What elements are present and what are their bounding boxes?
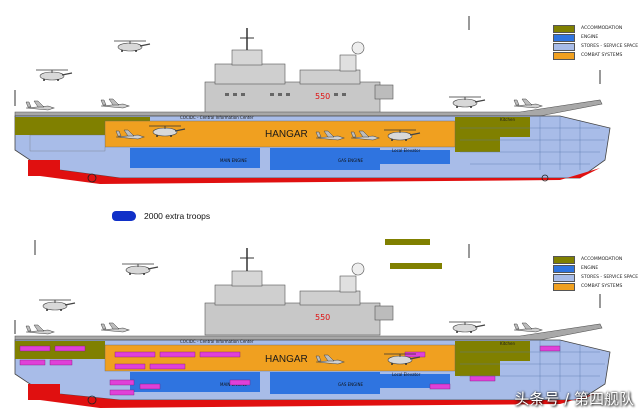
legend-item-stores: STORES - SERVICE SPACE (553, 42, 638, 51)
swatch (553, 273, 575, 282)
legend-label: COMBAT SYSTEMS (581, 53, 623, 58)
cic-label-top: COCIDC - Central Information Center (180, 115, 254, 120)
legend-bottom: ACCOMMODATION ENGINE STORES - SERVICE SP… (553, 255, 638, 291)
legend-label: ACCOMMODATION (581, 26, 623, 31)
legend-item-engine: ENGINE (553, 33, 638, 42)
swatch (553, 42, 575, 51)
troops-label: 2000 extra troops (144, 211, 211, 221)
elevator-label-bottom: Local Elevator (392, 372, 421, 377)
elevator-label-top: Local Elevator (392, 148, 421, 153)
legend-item-combat: COMBAT SYSTEMS (553, 51, 638, 60)
hangar-label-bottom: HANGAR (265, 354, 308, 365)
island-bottom: 550 (204, 248, 394, 336)
legend-label: ENGINE (581, 266, 599, 271)
legend-item-accommodation: ACCOMMODATION (553, 255, 638, 264)
troop-quarters (19, 345, 561, 396)
legend-label: STORES - SERVICE SPACE (581, 275, 639, 280)
legend-label: ACCOMMODATION (581, 257, 623, 262)
kitchen-label-bottom: Kitchen (500, 341, 515, 346)
ship-top: 550 HANGAR COCIDC - Central Information … (14, 16, 611, 184)
troops-annotation: 2000 extra troops (112, 211, 210, 221)
legend-top: ACCOMMODATION ENGINE STORES - SERVICE SP… (553, 24, 638, 60)
watermark: 头条号 / 第四舰队 (514, 390, 634, 408)
legend-label: ENGINE (581, 35, 599, 40)
swatch (553, 264, 575, 273)
gas-engine-label-bottom: GAS ENGINE (338, 382, 363, 387)
swatch (553, 255, 575, 264)
cic-label-bottom: COCIDC - Central Information Center (180, 339, 254, 344)
legend-item-stores: STORES - SERVICE SPACE (553, 273, 638, 282)
legend-item-engine: ENGINE (553, 264, 638, 273)
swatch (553, 33, 575, 42)
engine-label-top: MAIN ENGINE (220, 158, 247, 163)
hangar-label-top: HANGAR (265, 129, 308, 140)
legend-label: COMBAT SYSTEMS (581, 284, 623, 289)
legend-item-combat: COMBAT SYSTEMS (553, 282, 638, 291)
swatch (553, 24, 575, 33)
swatch (553, 51, 575, 60)
legend-item-accommodation: ACCOMMODATION (553, 24, 638, 33)
kitchen-label-top: Kitchen (500, 117, 515, 122)
troops-marker-icon (112, 211, 136, 221)
swatch (553, 282, 575, 291)
legend-label: STORES - SERVICE SPACE (581, 44, 639, 49)
island-top: 550 (204, 28, 394, 115)
ship-bottom: 550 HANGAR COCIDC - Central Information … (14, 239, 611, 408)
hull-number-bottom: 550 (315, 313, 330, 322)
hull-number-top: 550 (315, 92, 330, 101)
gas-engine-label-top: GAS ENGINE (338, 158, 363, 163)
